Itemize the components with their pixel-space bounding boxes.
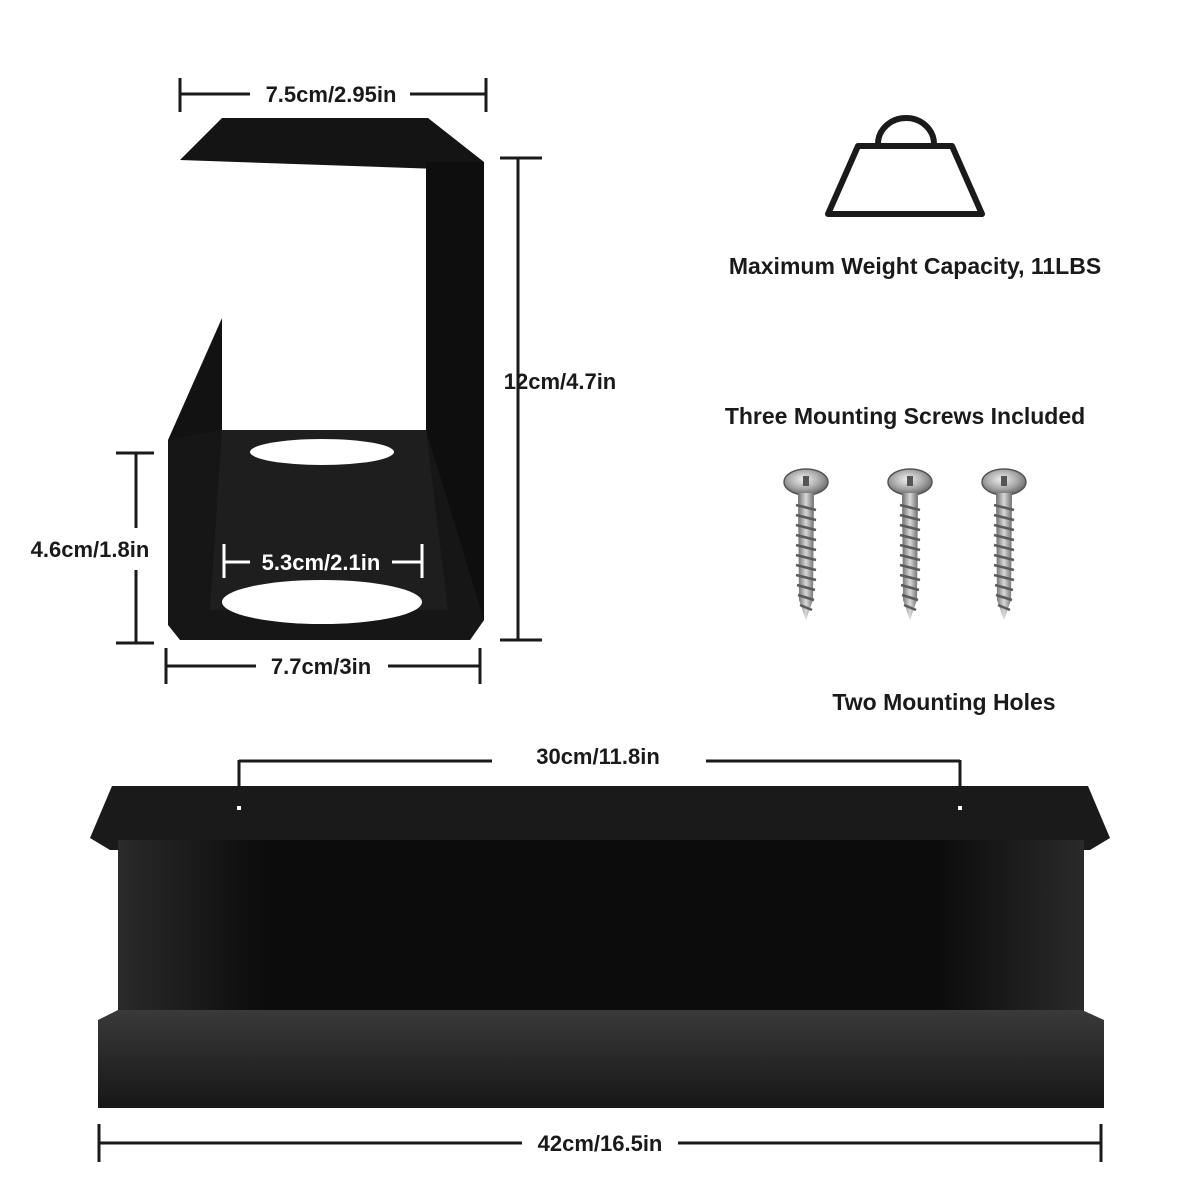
dimension-height: 12cm/4.7in [500,156,617,642]
mounting-hole [237,806,241,810]
bracket-hole-upper [250,439,394,465]
dimension-hole-spacing: 30cm/11.8in [237,744,962,804]
tray-illustration [90,786,1110,1108]
bracket-hole-lower [222,580,422,624]
front-height-label: 4.6cm/1.8in [31,537,150,562]
screw-icon [981,468,1027,620]
dimension-length: 42cm/16.5in [97,1124,1103,1162]
bracket-front-lip [168,318,222,470]
weight-icon [825,115,985,217]
length-label: 42cm/16.5in [538,1131,663,1156]
weight-caption: Maximum Weight Capacity, 11LBS [729,253,1101,279]
screws-caption: Three Mounting Screws Included [725,403,1085,429]
mounting-hole [958,806,962,810]
hole-spacing-label: 30cm/11.8in [536,744,660,769]
top-width-label: 7.5cm/2.95in [266,82,397,107]
tray-top-flange [90,786,1110,850]
dimension-front-height: 4.6cm/1.8in [31,451,154,645]
screw-icon [783,468,829,620]
hole-width-label: 5.3cm/2.1in [262,550,381,575]
height-label: 12cm/4.7in [504,369,617,394]
bracket-illustration [168,118,484,640]
bracket-top-plate [180,118,484,170]
bracket-inner-face [210,430,448,610]
bottom-width-label: 7.7cm/3in [271,654,371,679]
dimension-top-width: 7.5cm/2.95in [178,78,488,112]
dimension-bottom-width: 7.7cm/3in [164,648,482,684]
screws-group [783,468,1027,620]
tray-body [118,840,1084,1020]
screw-icon [887,468,933,620]
dimension-hole-width: 5.3cm/2.1in [222,544,424,578]
tray-front-lip [98,1010,1104,1108]
holes-caption: Two Mounting Holes [832,689,1055,715]
